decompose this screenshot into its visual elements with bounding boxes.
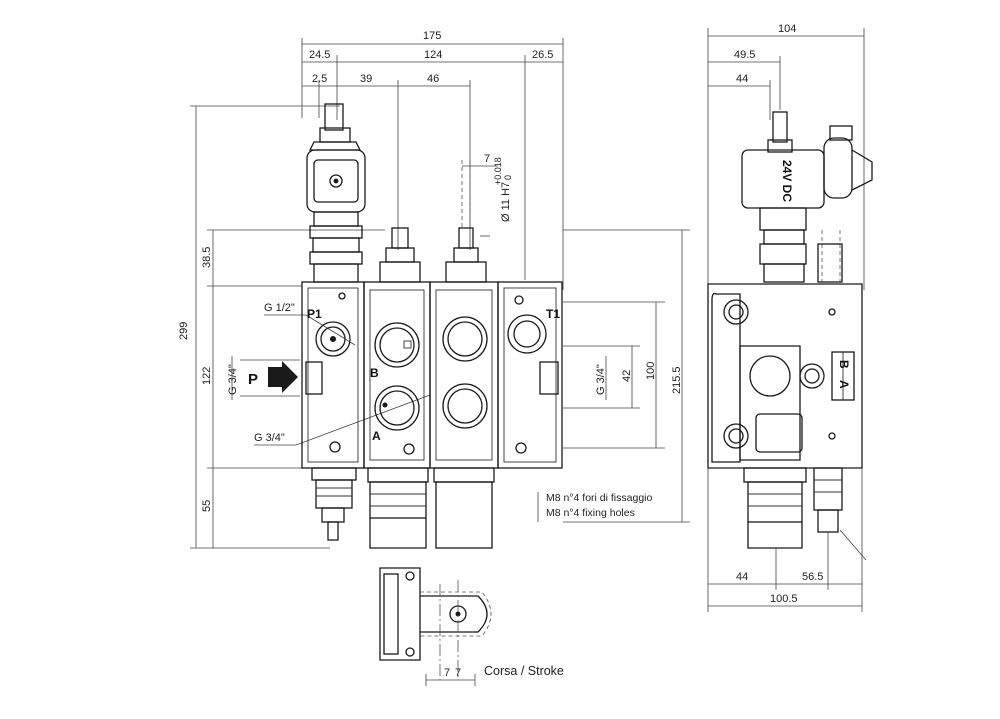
tolerance-upper: +0.018 [493, 157, 503, 185]
dim-section-2: 46 [427, 73, 439, 85]
detail-dim-a: 7 [444, 667, 450, 679]
dim-right-body-span: 100 [645, 362, 657, 380]
right-dimensions [563, 229, 690, 523]
tolerance-lower: 0 [503, 175, 513, 180]
dim-right-total: 215.5 [671, 366, 683, 394]
label-g-half: G 1/2" [264, 302, 295, 314]
tolerance-label: Ø 11 H7 [500, 182, 512, 222]
side-solenoid-coil [741, 111, 873, 283]
dim-overall-width: 175 [423, 30, 441, 42]
front-view: 175 24.5 124 26.5 2.5 39 46 299 38.5 122… [178, 30, 690, 549]
dim-section-1: 39 [360, 73, 372, 85]
dim-small-offset: 2.5 [312, 73, 327, 85]
side-dim-overall-width: 104 [778, 23, 796, 35]
port-label-b: B [370, 366, 379, 380]
port-label-p1: P1 [307, 307, 322, 321]
label-g-three-quarter-left: G 3/4" [227, 364, 239, 395]
side-top-dimensions [707, 28, 865, 290]
dim-right-offset: 26.5 [532, 49, 553, 61]
label-g-three-quarter-right: G 3/4" [595, 364, 607, 395]
dim-bottom-height: 55 [201, 500, 213, 512]
solenoid-coil [306, 103, 366, 283]
side-view: 104 49.5 44 24V DC [707, 23, 873, 612]
coil-voltage-label: 24V DC [780, 160, 794, 202]
port-label-p: P [248, 371, 258, 388]
side-bottom-fittings [743, 467, 867, 561]
dim-right-port-span: 42 [621, 370, 633, 382]
port-label-a: A [372, 429, 381, 443]
top-dimensions [301, 38, 564, 290]
side-dim-upper-offset: 49.5 [734, 49, 755, 61]
lever-stroke-detail [379, 567, 492, 686]
dim-left-offset: 24.5 [309, 49, 330, 61]
side-dim-lower-right: 56.5 [802, 571, 823, 583]
side-valve-body [707, 283, 863, 469]
fixing-note-italian: M8 n°4 fori di fissaggio [546, 492, 652, 504]
dim-slot-height: 38.5 [201, 247, 213, 268]
fixing-note-english: M8 n°4 fixing holes [546, 507, 635, 519]
dim-total-height: 299 [178, 322, 190, 340]
dim-body-width: 124 [424, 49, 442, 61]
dim-slot-width: 7 [484, 153, 490, 165]
detail-dim-b: 7 [455, 667, 461, 679]
dim-port-height: 122 [201, 367, 213, 385]
side-port-label-a: A [837, 380, 851, 389]
label-g-three-quarter-bottom: G 3/4" [254, 432, 285, 444]
side-dim-coil-offset: 44 [736, 73, 748, 85]
spool-section-1 [363, 227, 431, 549]
side-dim-lower-total: 100.5 [770, 593, 798, 605]
pressure-inlet-arrow [240, 359, 300, 397]
outlet-cover [497, 281, 563, 469]
side-dim-lower-left: 44 [736, 571, 748, 583]
port-label-t1: T1 [546, 307, 560, 321]
side-bottom-dimensions [707, 468, 863, 612]
left-dimensions [190, 105, 385, 549]
bore-tolerance [462, 165, 498, 237]
stroke-label: Corsa / Stroke [484, 664, 564, 678]
spool-section-2 [429, 160, 499, 549]
side-port-label-b: B [837, 360, 851, 369]
relief-valve [311, 467, 357, 541]
